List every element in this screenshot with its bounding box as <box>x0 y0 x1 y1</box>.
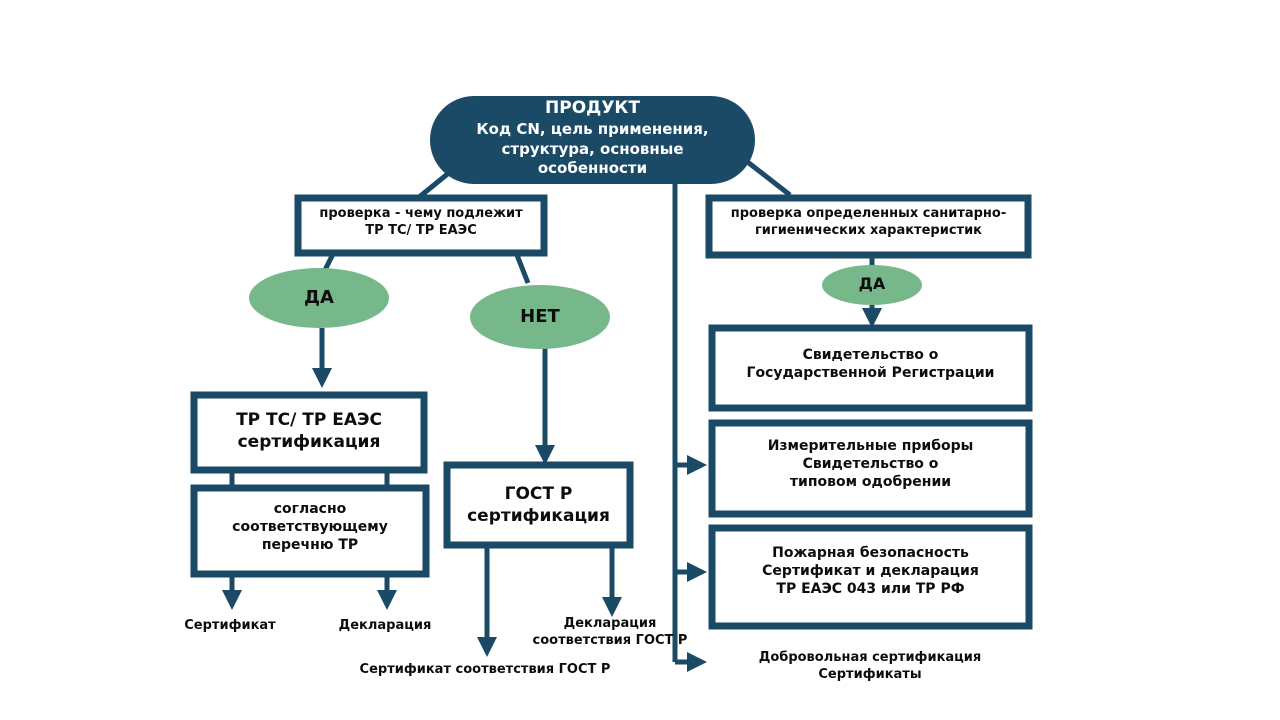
state-registration-box <box>708 324 1033 412</box>
gost-certification-box <box>443 461 634 549</box>
root-node <box>430 96 755 184</box>
tr-list-label: согласно соответствующему перечню ТР <box>232 501 388 554</box>
measuring-instruments-label: Измерительные приборы Свидетельство о ти… <box>767 438 974 491</box>
root-subtitle: Код CN, цель применения, структура, осно… <box>476 120 709 177</box>
yes-oval-left <box>249 268 389 328</box>
gost-certification-label: ГОСТ Р сертификация <box>467 484 610 527</box>
state-registration-label: Свидетельство о Государственной Регистра… <box>746 347 995 382</box>
tr-certification-box <box>190 391 428 474</box>
output-gost-declaration: Декларация соответствия ГОСТ Р <box>532 616 688 648</box>
fire-safety-label: Пожарная безопасность Сертификат и декла… <box>762 545 979 598</box>
measuring-instruments-box <box>708 419 1033 518</box>
check-sanitary-box <box>705 194 1032 259</box>
check-sanitary-label: проверка определенных санитарно- гигиени… <box>730 206 1007 238</box>
yes-oval-right <box>822 265 922 305</box>
root-title: ПРОДУКТ <box>545 98 640 118</box>
check-tr-box <box>294 194 548 257</box>
output-certificate: Сертификат <box>184 618 276 633</box>
output-gost-certificate: Сертификат соответствия ГОСТ Р <box>359 662 611 677</box>
tr-certification-label: ТР ТС/ ТР ЕАЭС сертификация <box>236 410 382 453</box>
output-voluntary: Добровольная сертификация Сертификаты <box>758 650 982 682</box>
no-label: НЕТ <box>520 306 560 327</box>
output-declaration: Декларация <box>338 618 432 633</box>
check-tr-label: проверка - чему подлежит ТР ТС/ ТР ЕАЭС <box>319 206 523 238</box>
no-oval <box>470 285 610 349</box>
fire-safety-box <box>708 524 1033 630</box>
yes-left-label: ДА <box>304 287 334 308</box>
tr-list-box <box>190 484 430 578</box>
yes-right-label: ДА <box>858 274 886 293</box>
